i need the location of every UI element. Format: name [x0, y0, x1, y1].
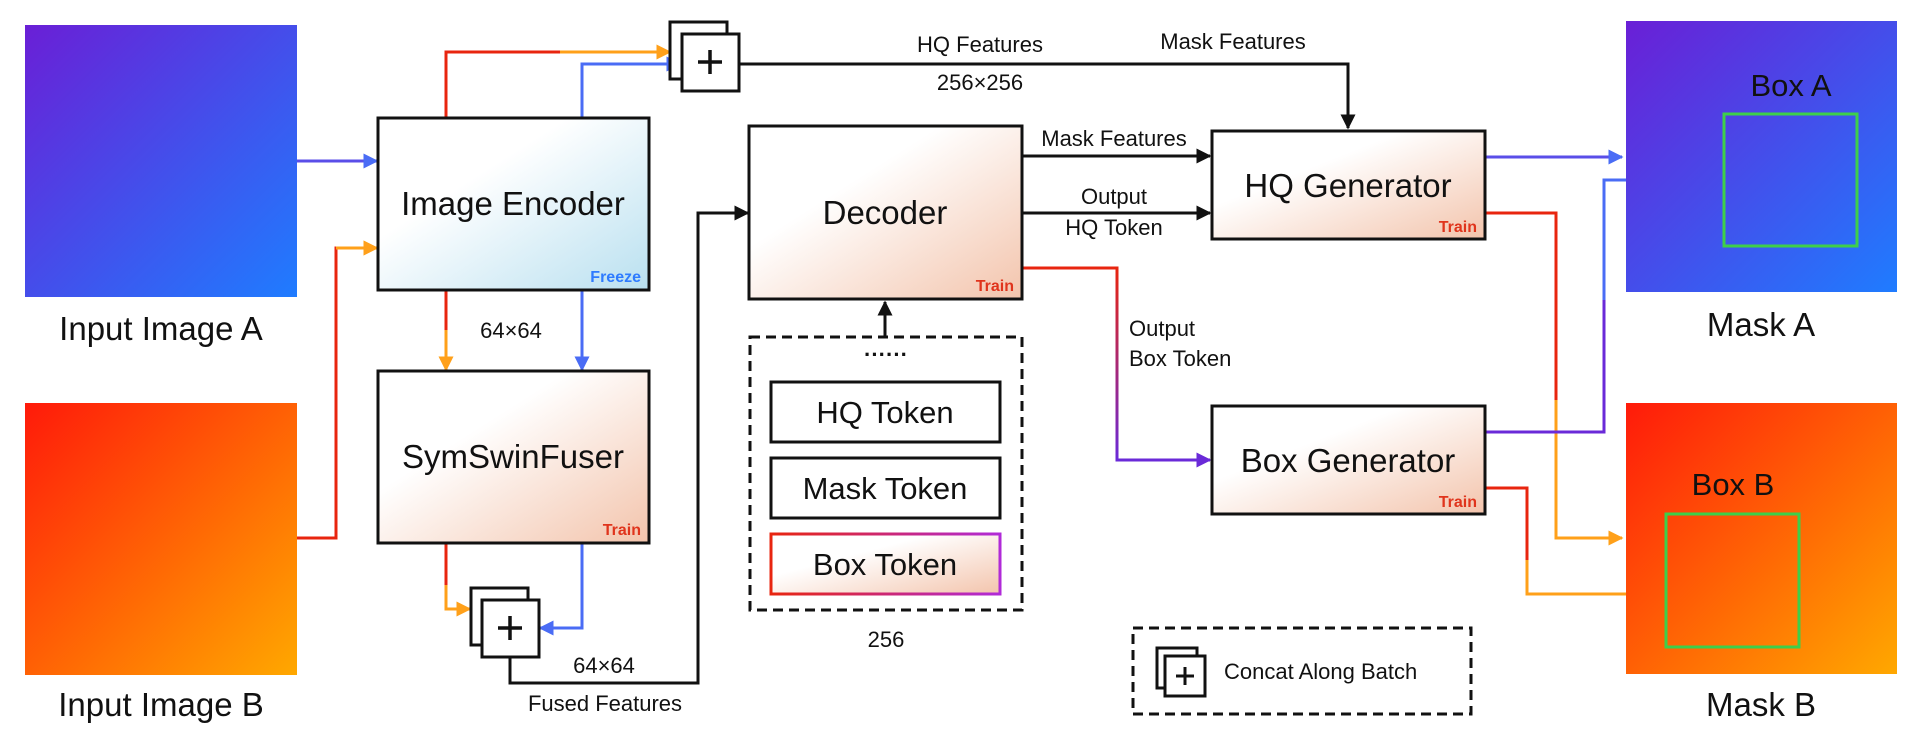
freeze-badge: Freeze	[590, 269, 641, 286]
fuser-label: SymSwinFuser	[402, 438, 624, 475]
hq-generator-train-badge: Train	[1439, 219, 1477, 236]
legend-concat-label: Concat Along Batch	[1224, 659, 1417, 684]
concat-bottom	[469, 586, 541, 659]
arrow-image-b-to-encoder	[297, 240, 379, 540]
image-encoder-label: Image Encoder	[401, 185, 625, 222]
box-a-label: Box A	[1751, 68, 1832, 103]
input-image-a-label: Input Image A	[59, 310, 263, 347]
arrow-fuser-blue-to-concat	[538, 543, 584, 636]
box-generator-box	[1210, 404, 1487, 516]
hq-token-box	[769, 380, 1002, 444]
arrow-encoder-blue-to-concat	[580, 56, 682, 118]
decoder-label: Decoder	[823, 194, 948, 231]
box-b-outline	[1664, 512, 1801, 649]
output-hq-token-label-1: Output	[1081, 184, 1147, 209]
input-image-b	[25, 403, 297, 675]
arrow-hq-to-mask-b-orange	[1554, 400, 1624, 546]
decoder-mask-features-label: Mask Features	[1041, 126, 1187, 151]
arrow-fuser-orange-to-concat	[444, 585, 472, 617]
arrow-box-gen-to-box-b-orange	[1525, 560, 1666, 602]
mask-features-top-label: Mask Features	[1160, 29, 1306, 54]
mask-a-label: Mask A	[1707, 306, 1815, 343]
mask-b-image	[1626, 403, 1897, 674]
decoder-train-badge: Train	[976, 278, 1014, 295]
box-generator-train-badge: Train	[1439, 494, 1477, 511]
box-generator-label: Box Generator	[1241, 442, 1456, 479]
hq-generator-label: HQ Generator	[1244, 167, 1451, 204]
fused-features-label: Fused Features	[528, 691, 682, 716]
hq-features-label: HQ Features	[917, 32, 1043, 57]
input-image-a	[25, 25, 297, 297]
input-image-b-label: Input Image B	[58, 686, 263, 723]
image-encoder-box	[376, 116, 651, 292]
arrow-encoder-red-to-concat	[444, 50, 670, 118]
box-b-label: Box B	[1692, 467, 1775, 502]
decoder-box	[747, 124, 1024, 301]
fused-dim-label: 64×64	[573, 653, 635, 678]
box-token-label: Box Token	[813, 547, 957, 582]
hq-token-label: HQ Token	[816, 395, 953, 430]
box-token-box	[769, 532, 1002, 596]
tokens-dim-label: 256	[868, 627, 905, 652]
mask-token-box	[769, 456, 1002, 520]
fuser-train-badge: Train	[603, 522, 641, 539]
output-box-token-label-1: Output	[1129, 316, 1195, 341]
arrow-decoder-to-box-generator	[1022, 266, 1210, 462]
arrow-hq-features	[740, 62, 1356, 130]
arrow-fused-to-decoder	[508, 205, 750, 685]
legend-concat-icon	[1155, 646, 1207, 698]
arrow-fuser-red-to-concat	[444, 543, 470, 611]
hq-features-dim-label: 256×256	[937, 70, 1023, 95]
encoder-dim-label: 64×64	[480, 318, 542, 343]
tokens-ellipsis: ······	[864, 342, 908, 367]
mask-b-label: Mask B	[1706, 686, 1816, 723]
output-hq-token-label-2: HQ Token	[1065, 215, 1162, 240]
output-box-token-label-2: Box Token	[1129, 346, 1231, 371]
concat-top	[668, 20, 741, 93]
hq-generator-box	[1210, 129, 1487, 241]
box-a-outline	[1722, 112, 1859, 248]
fuser-box	[376, 369, 651, 545]
mask-token-label: Mask Token	[803, 471, 968, 506]
